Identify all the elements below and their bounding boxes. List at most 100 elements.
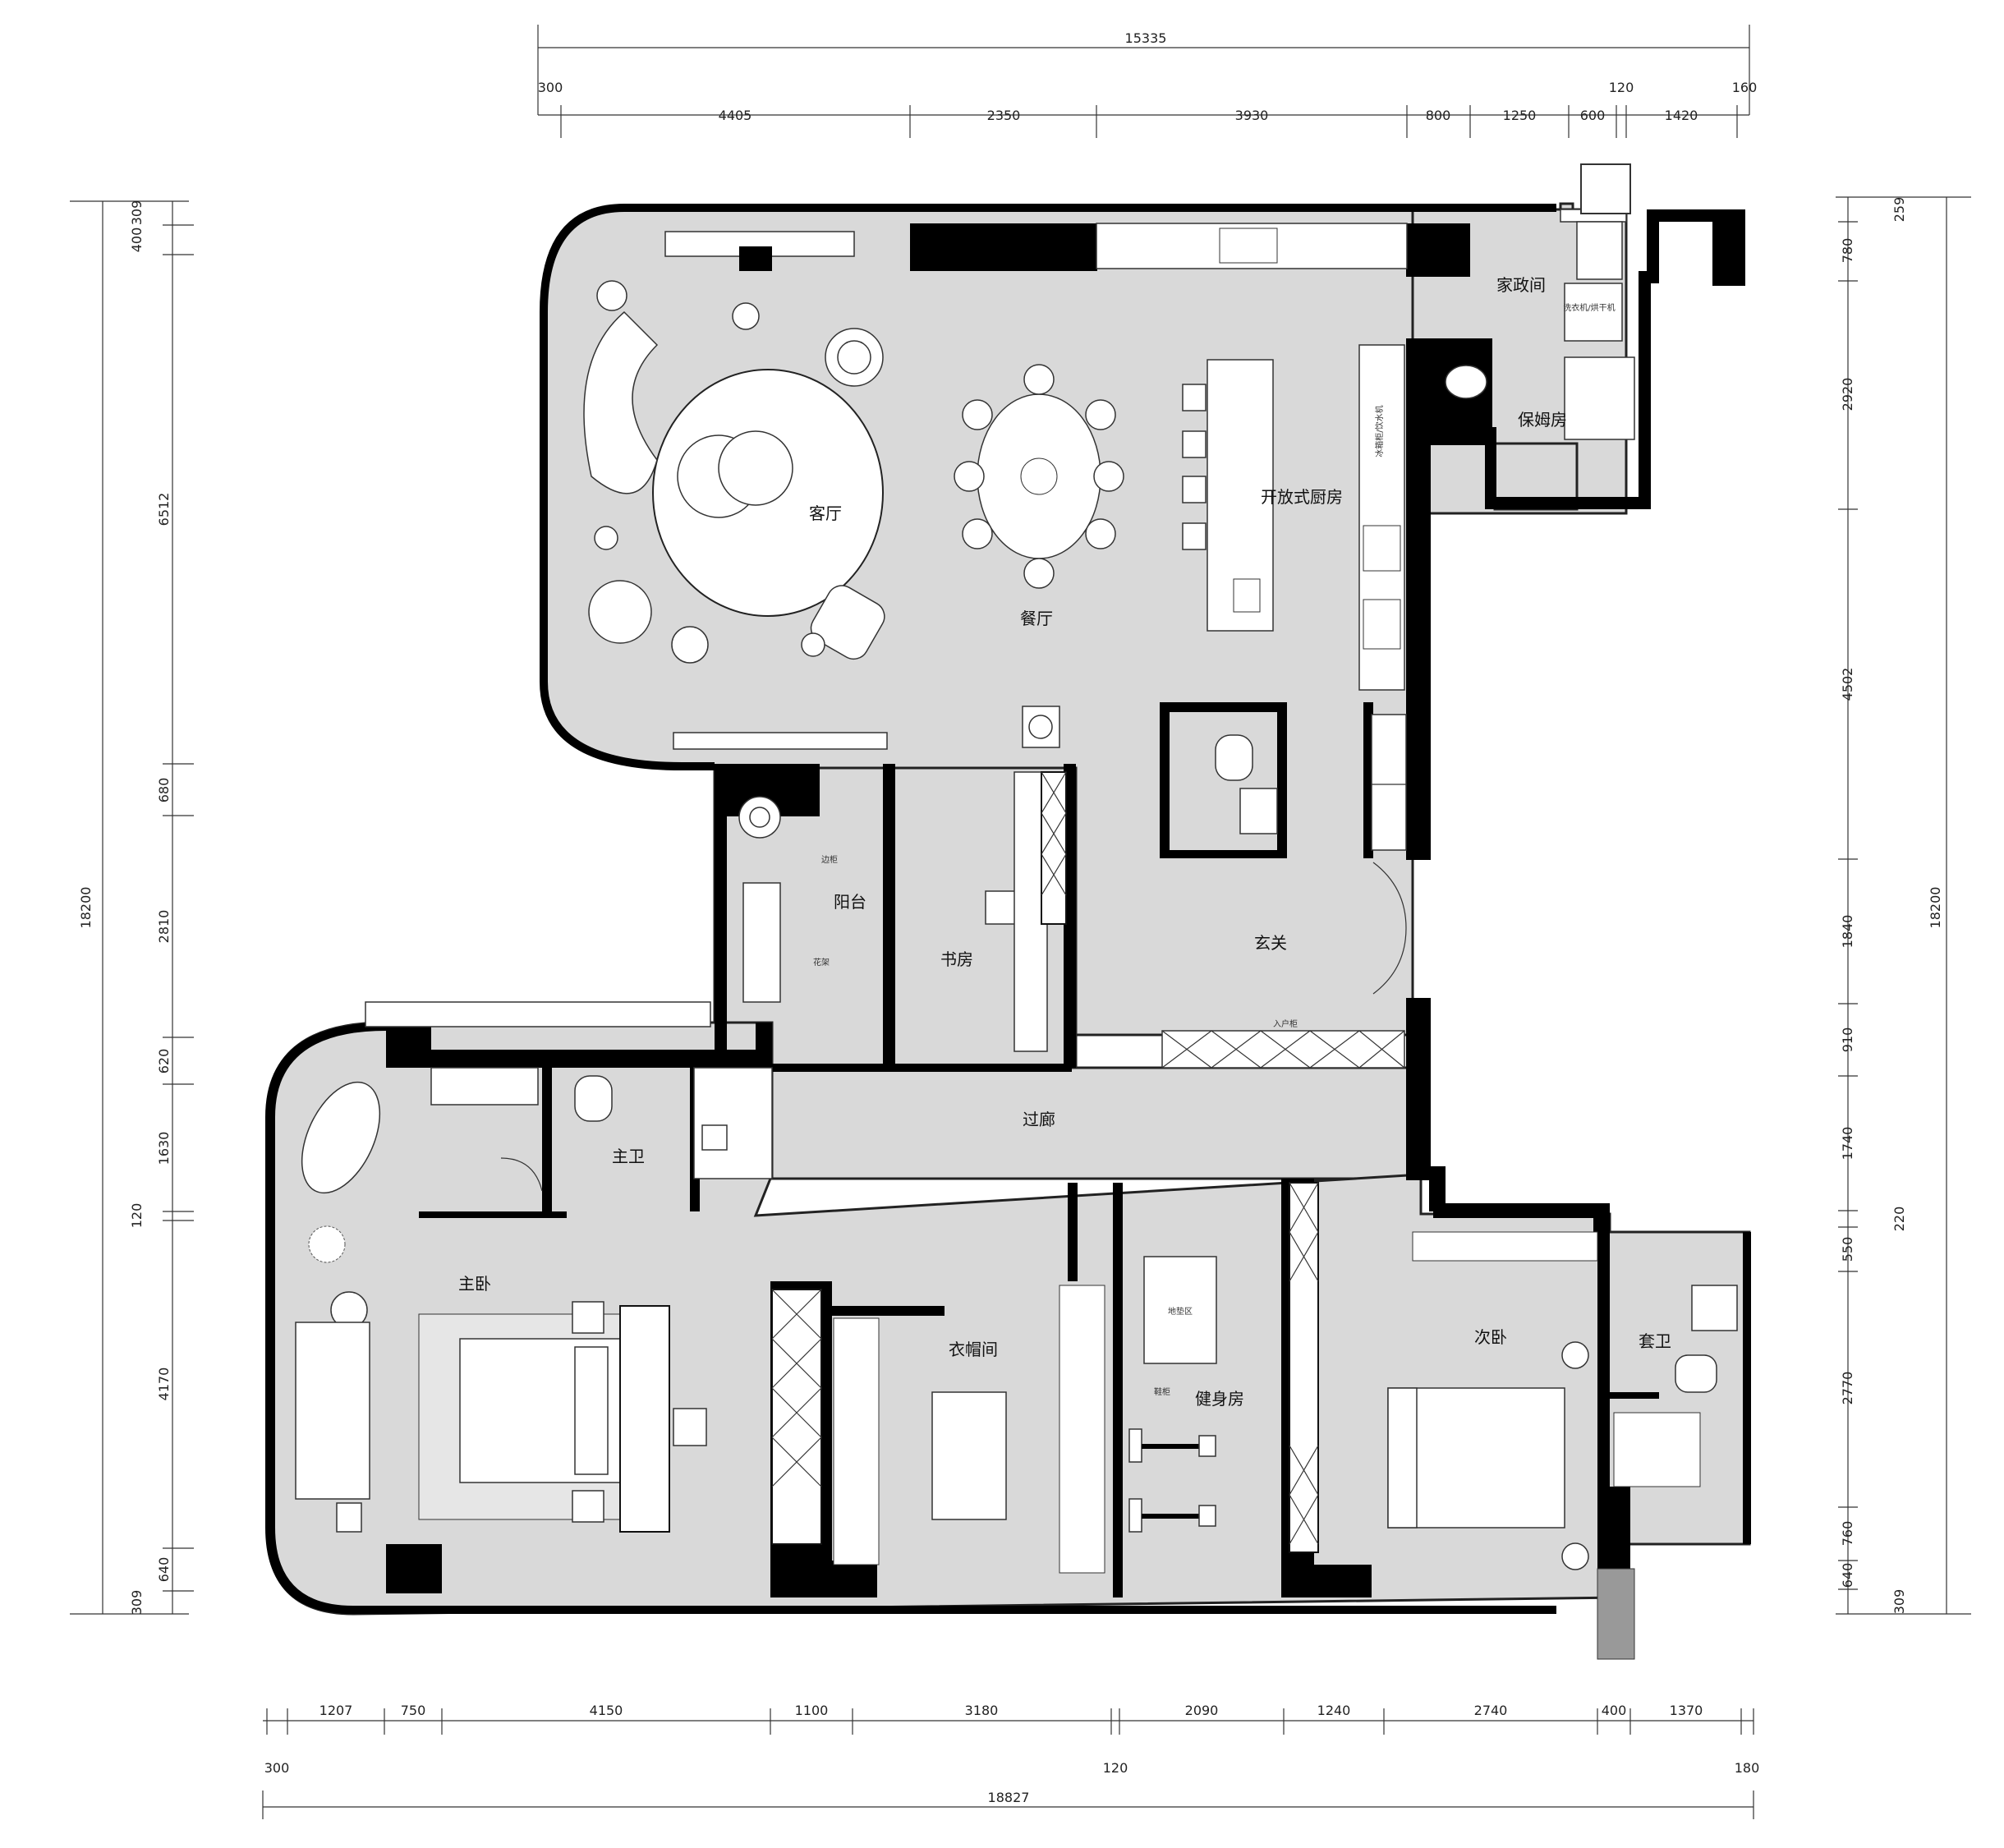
room-label-master-bed: 主卧 [458,1274,491,1294]
dim-bottom-seg-7: 2740 [1474,1703,1508,1718]
dim-right-total: 18200 [1928,887,1943,929]
entry-area: 入户柜 玄关 [1161,714,1407,1069]
bathtub [301,1081,381,1194]
dim-left-0: 309 [129,200,145,226]
room-label-master-bath: 主卫 [612,1147,645,1166]
dim-top-seg-4: 1250 [1503,108,1537,123]
dim-right-7: 220 [1891,1207,1907,1232]
room-label-suite-bath: 套卫 [1639,1331,1671,1351]
gym-mat [1143,1256,1217,1364]
kitchen-counter [1358,344,1405,691]
armchair [588,580,652,644]
room-label-living: 客厅 [809,503,842,523]
room-label-study: 书房 [940,949,973,969]
dining-table [977,393,1101,559]
dim-right-4: 1840 [1840,915,1855,949]
dim-bottom-seg-2: 4150 [590,1703,623,1718]
dim-top-seg-3: 800 [1426,108,1451,123]
dim-left-1: 400 [129,228,145,253]
dim-right-3: 4502 [1840,668,1855,701]
second-bed [1387,1387,1565,1529]
dining-furniture: 餐厅 [954,364,1124,748]
master-bedroom: 主卧 [295,1225,707,1533]
room-label-laundry: 家政间 [1496,275,1546,295]
room-label-maid: 保姆房 [1518,410,1567,430]
dim-top-seg-2: 3930 [1235,108,1269,123]
ottoman [810,585,885,660]
dim-right-9: 2770 [1840,1372,1855,1405]
structural-column-top [1580,163,1631,214]
dim-right-11: 640 [1840,1563,1855,1588]
dim-top-seg-1: 2350 [987,108,1021,123]
dim-bottom-seg-6: 1240 [1317,1703,1351,1718]
room-label-entry: 玄关 [1254,933,1287,953]
dim-bottom-seg-8: 400 [1602,1703,1627,1718]
floor-corridor [770,1066,1423,1180]
dim-bottom-seg-5: 2090 [1185,1703,1219,1718]
dim-bottom-seg-9: 1370 [1670,1703,1703,1718]
service-rooms: 洗衣机/烘干机 家政间 保姆房 [1445,168,1635,440]
room-label-second-bed: 次卧 [1474,1327,1507,1347]
master-bath: 主卫 [301,1067,645,1194]
dim-top-small-2: 160 [1732,80,1758,95]
kitchen-furniture: 冰箱柜/饮水机 开放式厨房 [1182,228,1405,691]
dim-top-seg-6: 1420 [1665,108,1698,123]
second-bedroom: 次卧 [1387,1231,1598,1570]
suite-bath: 套卫 [1597,1285,1738,1660]
balcony-study: 边柜 花架 阳台 书房 [738,771,1067,1052]
dim-bottom-seg-0: 1207 [319,1703,353,1718]
room-label-wardrobe: 衣帽间 [949,1340,998,1359]
room-label-dining: 餐厅 [1020,609,1053,628]
note-balcony-2: 花架 [813,957,830,968]
right-dimensions: 18200 259 780 2920 4502 1840 910 1740 22… [1836,196,1971,1615]
dim-top-seg-5: 600 [1580,108,1606,123]
dim-bottom-total: 18827 [988,1790,1030,1805]
dim-top-seg-0: 4405 [719,108,752,123]
sofa [583,310,659,494]
note-balcony-1: 边柜 [821,854,838,865]
note-shoe: 鞋柜 [1154,1386,1170,1397]
left-dimensions: 18200 309 400 6512 680 2810 620 1630 120… [70,200,194,1616]
dim-right-2: 2920 [1840,378,1855,411]
gym: 地垫区 鞋柜 健身房 [1128,1182,1319,1553]
master-sofa [295,1322,370,1500]
note-washer: 洗衣机/烘干机 [1563,302,1615,313]
note-entry-cabinet: 入户柜 [1273,1018,1298,1029]
dim-bottom-small-1: 120 [1103,1760,1128,1776]
dim-right-10: 760 [1840,1521,1855,1547]
dim-top-small-0: 300 [538,80,563,95]
dim-bottom-seg-4: 3180 [965,1703,999,1718]
structural-column-bottom [1597,1568,1635,1660]
wardrobe: 衣帽间 [771,1285,1105,1574]
dim-left-10: 309 [129,1590,145,1616]
dim-bottom-seg-1: 750 [401,1703,426,1718]
living-furniture: 客厅 [583,280,885,664]
top-rail [365,209,1627,1027]
master-headboard [619,1305,670,1533]
dim-right-1: 780 [1840,238,1855,264]
room-label-kitchen: 开放式厨房 [1261,487,1343,507]
dim-bottom-seg-3: 1100 [795,1703,829,1718]
room-label-gym: 健身房 [1195,1389,1244,1409]
bottom-dimensions: 1207 750 4150 1100 3180 2090 1240 2740 4… [262,1703,1760,1819]
dim-left-2: 6512 [156,493,172,526]
wardrobe-island [931,1391,1007,1520]
dim-left-4: 2810 [156,910,172,944]
kitchen-island [1207,359,1274,632]
dim-left-3: 680 [156,778,172,803]
dim-left-8: 4170 [156,1368,172,1401]
top-dimensions: 15335 300 120 160 4405 2350 3930 800 125… [537,25,1758,138]
dim-left-7: 120 [129,1203,145,1229]
dim-bottom-small-0: 300 [264,1760,290,1776]
dim-left-total: 18200 [78,887,94,929]
note-fridge: 冰箱柜/饮水机 [1374,405,1385,457]
room-label-corridor: 过廊 [1023,1110,1055,1129]
dim-right-12: 309 [1891,1589,1907,1615]
entry-cabinet [1161,1030,1405,1069]
dim-right-6: 1740 [1840,1127,1855,1161]
dim-right-0: 259 [1891,197,1907,223]
dim-left-6: 1630 [156,1132,172,1165]
dim-top-small-1: 120 [1609,80,1634,95]
dim-bottom-small-2: 180 [1735,1760,1760,1776]
